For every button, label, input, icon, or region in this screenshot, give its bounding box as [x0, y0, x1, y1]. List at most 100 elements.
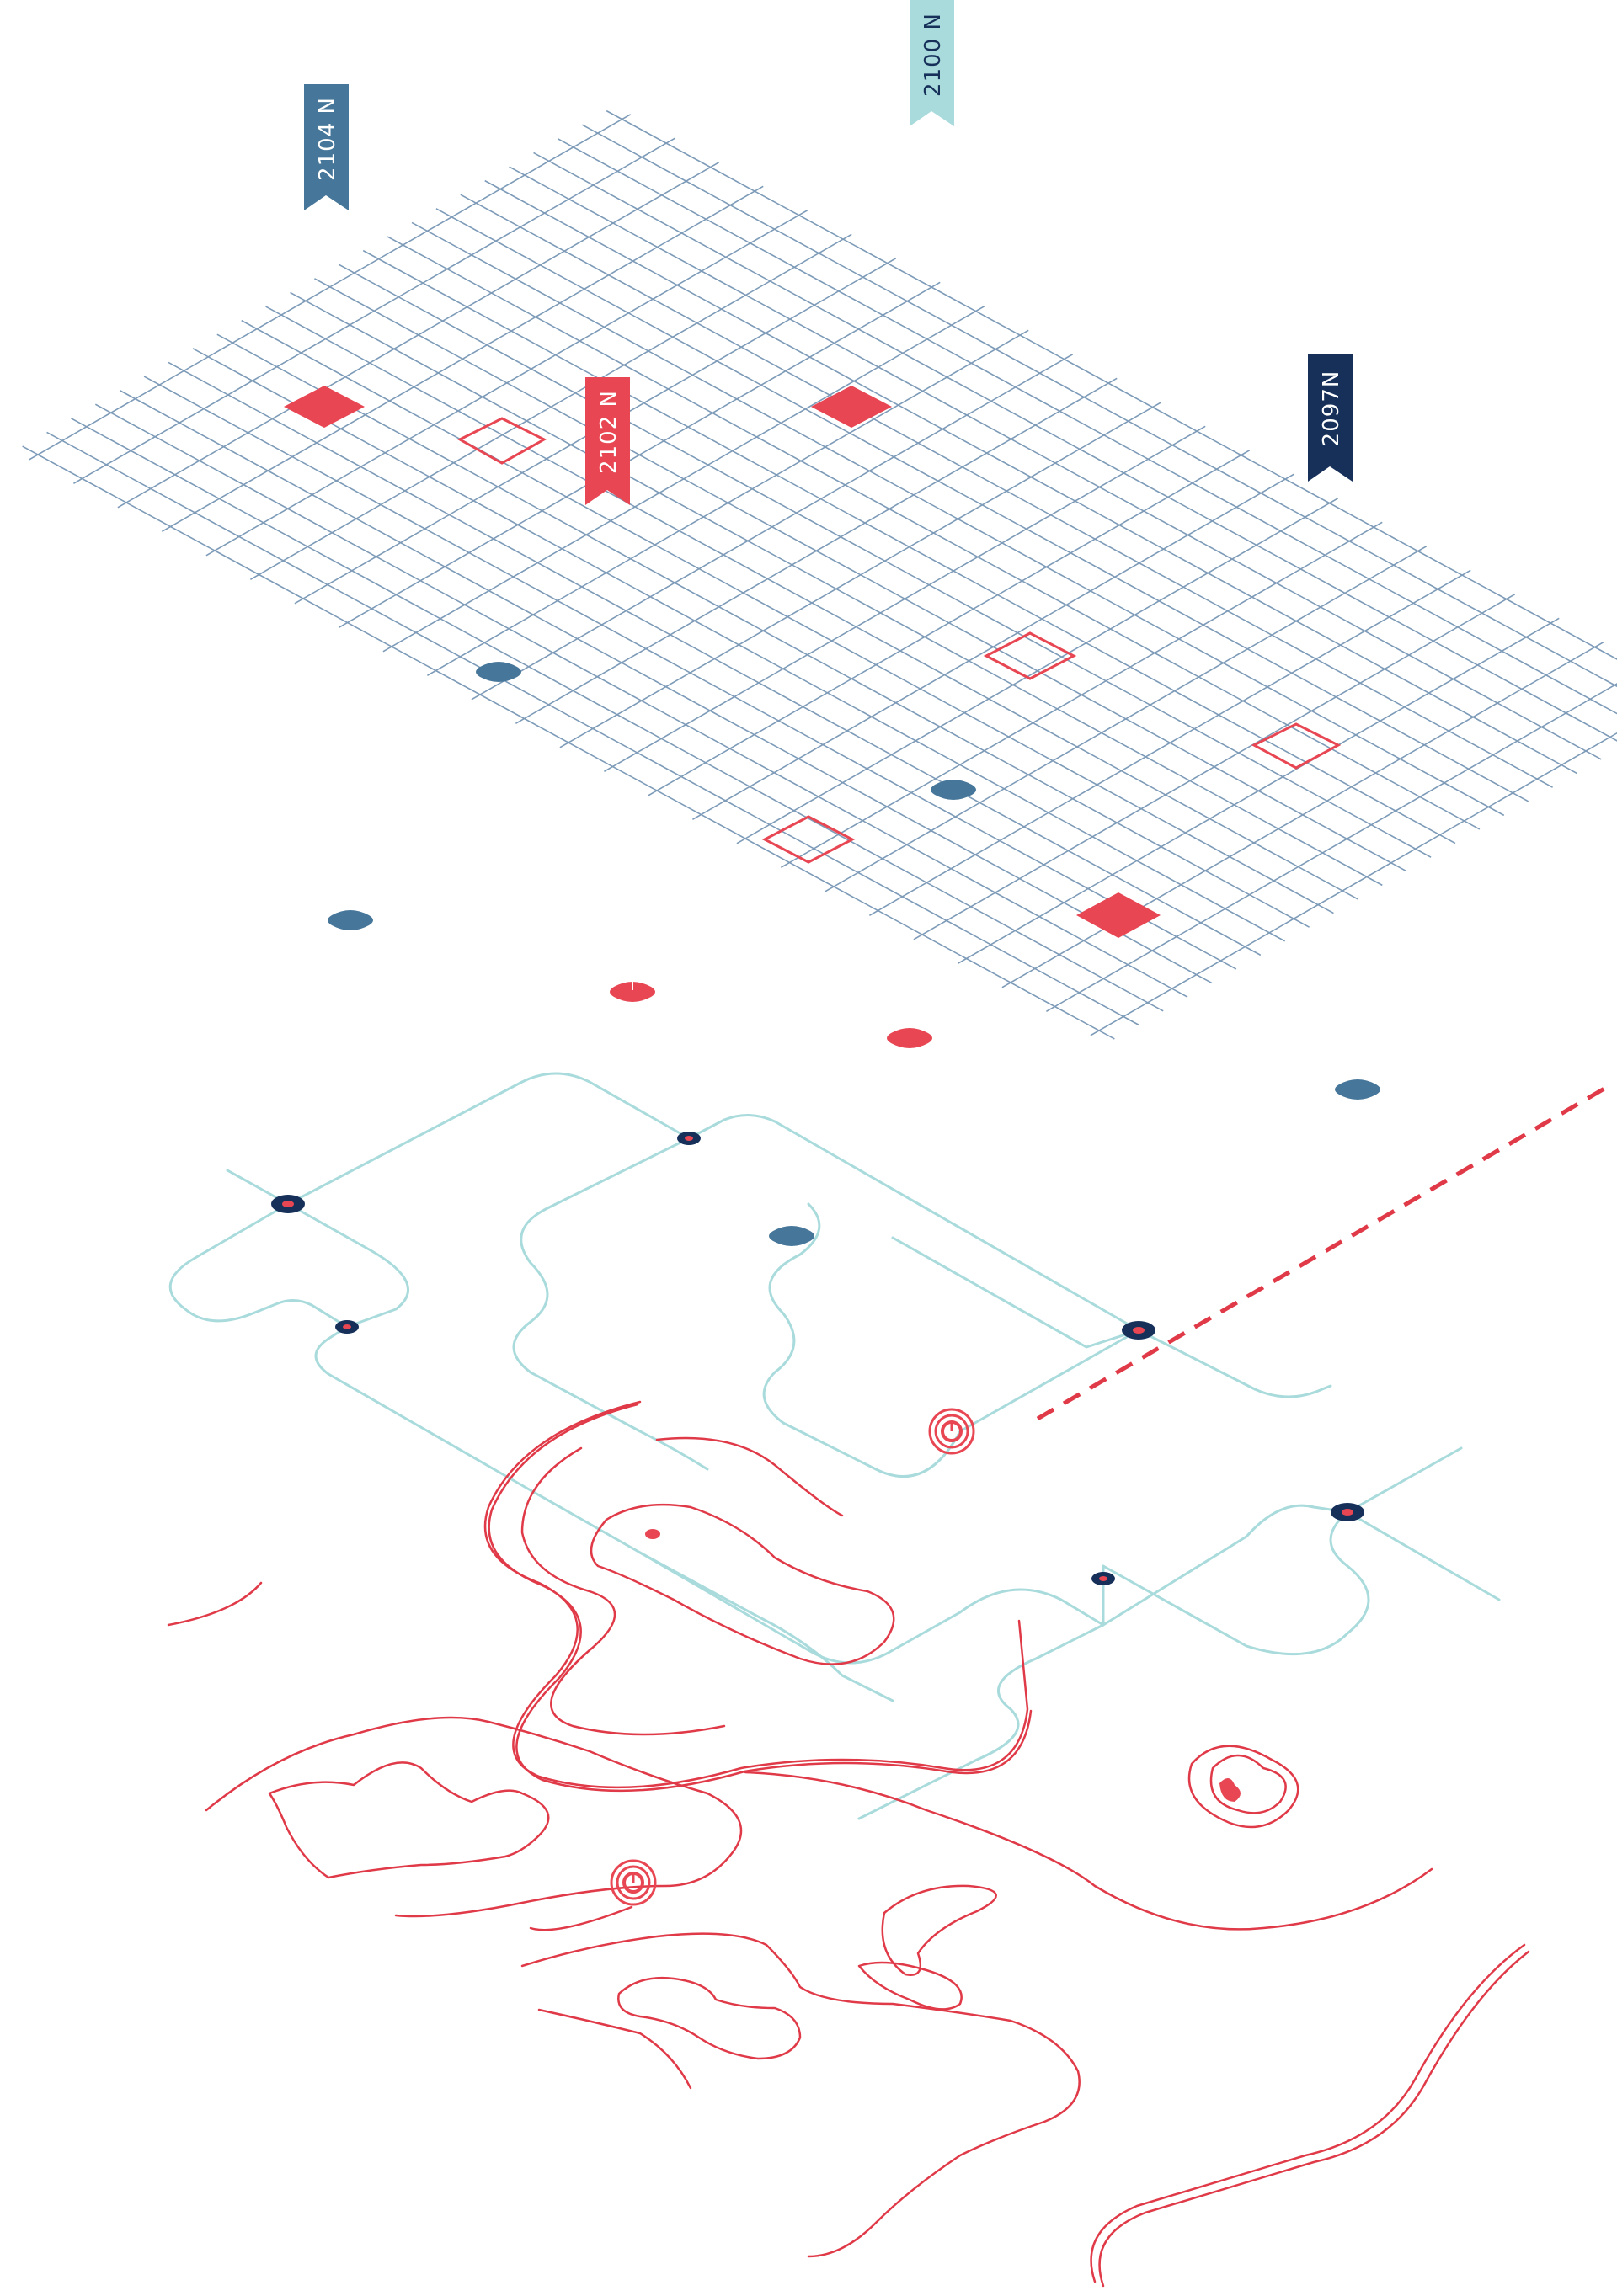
flag-2100n: 2100 N [910, 0, 954, 126]
flag-label: 2104 N [315, 97, 340, 181]
network-node [1122, 1321, 1155, 1340]
network-node [1331, 1503, 1364, 1521]
network-node [1091, 1572, 1115, 1585]
grid-line [868, 569, 1471, 917]
route-line [226, 1072, 1332, 1398]
grid-marker-outline [1251, 722, 1342, 770]
grid-line [205, 210, 808, 557]
flag-label: 2102 N [596, 390, 622, 474]
contour-line [529, 1905, 633, 1931]
grid-line [736, 498, 1339, 844]
network-nodes [271, 1132, 1364, 1585]
grid-markers [284, 386, 1342, 938]
route-line [1102, 1510, 1370, 1656]
route-line [314, 1325, 642, 1554]
flag-label: 2097N [1319, 370, 1344, 447]
route-line [168, 1202, 349, 1329]
flag-2104n: 2104 N [304, 84, 349, 210]
grid-marker-filled [811, 386, 892, 428]
contour-peak [645, 1529, 660, 1539]
route-line [1102, 1504, 1349, 1627]
isometric-grid [22, 109, 1617, 1040]
route-network [168, 1072, 1501, 1820]
grid-marker-filled [284, 386, 365, 428]
contour-line [744, 1771, 1433, 1931]
contour-lines [167, 1400, 1530, 2288]
grid-line [780, 521, 1383, 869]
blob-marker-blue [931, 780, 976, 800]
grid-line [825, 546, 1428, 892]
contour-line [1209, 1754, 1287, 1814]
dashed-route [1036, 1084, 1610, 1421]
contour-line [167, 1581, 263, 1627]
grid-line [533, 152, 1617, 742]
grid-marker-outline [456, 417, 547, 465]
grid-line [117, 162, 720, 509]
route-line [512, 1137, 709, 1471]
route-line [857, 1623, 1105, 1820]
target-marker [928, 1408, 975, 1455]
contour-line [268, 1761, 550, 1879]
contour-line [488, 1403, 1033, 1793]
blob-marker-blue [1335, 1079, 1380, 1100]
route-line [762, 1202, 1140, 1478]
grid-line [1045, 683, 1617, 1013]
blob-marker-blue [476, 662, 521, 682]
network-node [677, 1132, 701, 1145]
grid-marker-outline [983, 631, 1077, 680]
contour-line [617, 1976, 802, 2060]
contour-line [520, 1932, 1081, 2258]
blob-marker-red [610, 982, 655, 1002]
blob-markers [328, 662, 1380, 1246]
contour-line [881, 1884, 997, 1976]
route-line [1346, 1446, 1463, 1514]
contour-line [857, 1961, 963, 2011]
flag-shape [585, 377, 630, 505]
grid-line [161, 185, 764, 533]
route-line [638, 1551, 894, 1702]
contour-line [1098, 1950, 1530, 2288]
flag-shape [304, 84, 349, 210]
grid-line [72, 137, 675, 485]
network-node [335, 1320, 359, 1334]
contour-line [520, 1446, 726, 1736]
flag-shape [910, 0, 954, 126]
network-node [271, 1195, 305, 1213]
grid-line [29, 114, 632, 461]
flag-2097n: 2097N [1308, 354, 1353, 482]
route-line [638, 1551, 1105, 1665]
grid-line [691, 473, 1294, 821]
contour-line [483, 1400, 1029, 1789]
target-marker [610, 1859, 657, 1906]
grid-line [1090, 732, 1617, 1036]
grid-marker-filled [1076, 892, 1161, 938]
grid-line [606, 109, 1617, 660]
route-line [1346, 1510, 1501, 1601]
contour-peak [1219, 1777, 1241, 1802]
blob-marker-blue [769, 1226, 814, 1246]
contour-line [590, 1503, 895, 1665]
contour-line [655, 1436, 844, 1517]
grid-line [559, 402, 1162, 748]
contour-line [1187, 1745, 1299, 1829]
grid-line [957, 617, 1560, 965]
grid-line [426, 329, 1029, 677]
contour-line [537, 2008, 692, 2090]
route-line [891, 1236, 1140, 1349]
grid-line [913, 594, 1516, 940]
grid-marker-outline [761, 815, 856, 864]
grid-line [338, 281, 941, 629]
flag-shape [1308, 354, 1353, 482]
contour-line [1090, 1943, 1526, 2283]
grid-line [603, 425, 1206, 773]
blob-marker-blue [328, 910, 373, 930]
route-line [286, 1202, 410, 1329]
grid-line [471, 354, 1074, 701]
flag-2102n: 2102 N [585, 377, 630, 505]
flag-label: 2100 N [921, 13, 946, 97]
contour-line [205, 1716, 743, 1918]
grid-line [515, 377, 1118, 725]
blob-marker-red [887, 1028, 932, 1048]
grid-line [382, 306, 985, 653]
